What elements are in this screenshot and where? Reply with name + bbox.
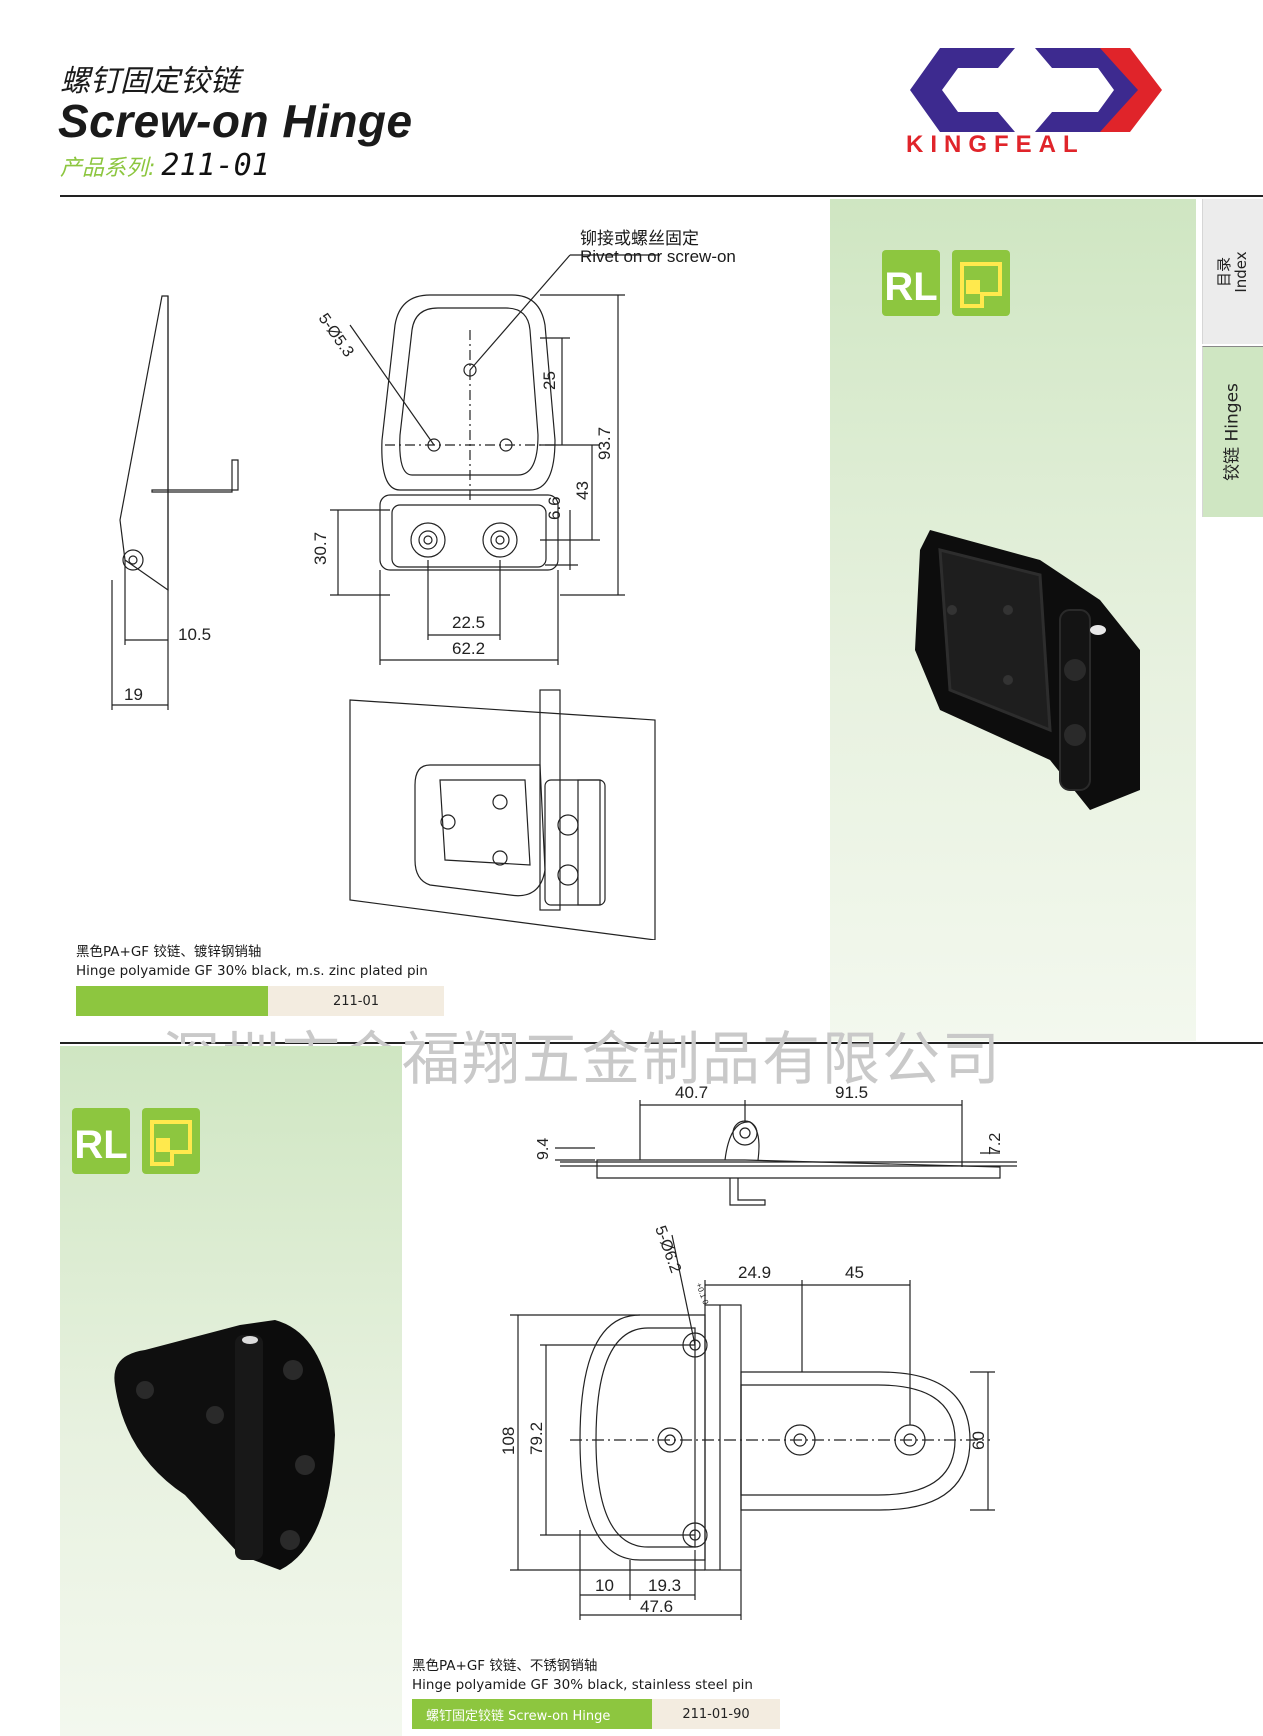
dim-45: 45 xyxy=(845,1263,864,1282)
title-chinese: 螺钉固定铰链 xyxy=(60,64,240,99)
dim-10: 10 xyxy=(595,1576,614,1595)
front-view-drawing xyxy=(379,294,559,571)
dim-25: 25 xyxy=(540,371,559,390)
dim-10-5: 10.5 xyxy=(178,625,211,644)
index-label-en: Index xyxy=(1232,250,1250,293)
rl-badge-2: RL xyxy=(72,1108,202,1178)
dim-19-3: 19.3 xyxy=(648,1576,681,1595)
index-label-cn: 目录 xyxy=(1215,256,1233,287)
product2-technical-drawing: 40.7 91.5 9.4 7.2 5-Ø6.2 +0.1 0 24.9 45 xyxy=(499,1060,1040,1624)
p2-hole-label: 5-Ø6.2 xyxy=(651,1224,684,1276)
dim-24-9: 24.9 xyxy=(738,1263,771,1282)
hole-label: 5-Ø5.3 xyxy=(315,311,357,361)
sidebar-tab-hinges[interactable]: 铰链 Hinges xyxy=(1202,346,1263,517)
series-label: 产品系列: xyxy=(60,156,156,181)
series-line: 产品系列:211-01 xyxy=(60,148,270,183)
product1-code: 211-01 xyxy=(268,986,444,1016)
p2-front-view xyxy=(570,1304,990,1571)
callout-text: 铆接或螺丝固定 Rivet on or screw-on xyxy=(580,230,736,266)
dim-43: 43 xyxy=(573,481,592,500)
side-view-drawing xyxy=(111,295,239,710)
rl-badge-text: RL xyxy=(884,265,937,309)
series-code: 211-01 xyxy=(161,148,270,183)
brand-logo: KINGFEAL xyxy=(900,38,1210,158)
product1-technical-drawing: 10.5 19 5-Ø5.3 25 43 6.6 93.7 xyxy=(100,220,740,944)
caption1-cn: 黑色PA+GF 铰链、镀锌钢销轴 xyxy=(76,944,262,960)
dim-93-7: 93.7 xyxy=(595,427,614,460)
product1-code-bar: 211-01 xyxy=(76,986,444,1016)
logo-text: KINGFEAL xyxy=(906,131,1085,156)
dim-108: 108 xyxy=(500,1427,518,1455)
logo-icon: KINGFEAL xyxy=(906,48,1162,158)
product2-caption: 黑色PA+GF 铰链、不锈钢销轴 Hinge polyamide GF 30% … xyxy=(412,1654,753,1693)
product1-caption: 黑色PA+GF 铰链、镀锌钢销轴 Hinge polyamide GF 30% … xyxy=(76,940,428,979)
section-divider xyxy=(60,1042,1263,1044)
p2-side-view xyxy=(560,1120,1017,1206)
caption1-en: Hinge polyamide GF 30% black, m.s. zinc … xyxy=(76,963,428,979)
dim-22-5: 22.5 xyxy=(452,613,485,632)
dim-40-7: 40.7 xyxy=(675,1083,708,1102)
dim-47-6: 47.6 xyxy=(640,1597,673,1616)
product2-code: 211-01-90 xyxy=(652,1699,780,1729)
dim-79-2: 79.2 xyxy=(527,1422,546,1455)
dim-91-5: 91.5 xyxy=(835,1083,868,1102)
product1-photo xyxy=(900,520,1160,824)
dim-30-7: 30.7 xyxy=(311,532,330,565)
dim-9-4: 9.4 xyxy=(535,1138,552,1160)
installed-view-drawing xyxy=(349,689,656,941)
caption2-cn: 黑色PA+GF 铰链、不锈钢销轴 xyxy=(412,1658,598,1674)
page-title: Screw-on Hinge xyxy=(58,95,413,147)
mount-type-icon xyxy=(952,250,1010,316)
dim-60: 60 xyxy=(969,1431,988,1450)
product2-photo xyxy=(105,1315,345,1579)
mount-type-icon-2 xyxy=(142,1108,200,1174)
product2-code-bar: 螺钉固定铰链 Screw-on Hinge 211-01-90 xyxy=(412,1699,780,1729)
dim-6-6: 6.6 xyxy=(545,496,564,520)
callout-cn: 铆接或螺丝固定 xyxy=(580,229,699,248)
rl-badge-2-text: RL xyxy=(74,1123,127,1167)
rl-badge: RL xyxy=(882,250,1012,320)
dim-62-2: 62.2 xyxy=(452,639,485,658)
caption2-en: Hinge polyamide GF 30% black, stainless … xyxy=(412,1677,753,1693)
dim-7-2: 7.2 xyxy=(987,1133,1004,1155)
header-divider xyxy=(60,195,1263,197)
hinges-tab-label: 铰链 Hinges xyxy=(1222,383,1243,481)
dim-19: 19 xyxy=(124,685,143,704)
callout-en: Rivet on or screw-on xyxy=(580,247,736,266)
product2-code-label: 螺钉固定铰链 Screw-on Hinge xyxy=(412,1699,652,1729)
